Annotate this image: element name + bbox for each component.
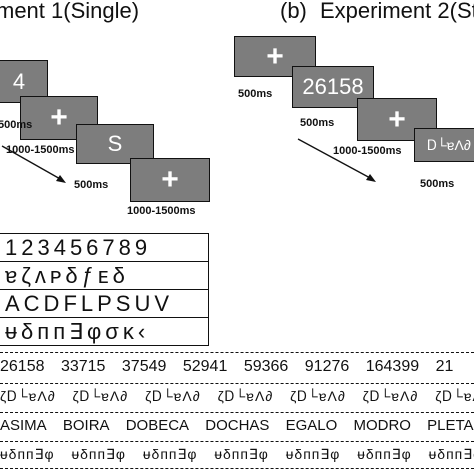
exp1-screen-letter: S [76,124,154,164]
symbol-string: ζᎠ└ɐɅ∂ [72,388,129,404]
exp1-duration-1: 500ms [0,119,33,131]
divider [0,412,474,413]
exp1-duration-4: 1000-1500ms [127,205,196,217]
word-string: MODRO [353,417,411,434]
divider [0,383,474,384]
divider [0,441,474,442]
symbol-string: ᵾδᴨᴨ∃φ [285,446,341,462]
word-string: DOBECA [125,417,190,434]
symbol-string: ζᎠ└ɐɅ∂ [217,388,274,404]
symbol-strings-row-2: ᵾδᴨᴨ∃φ ᵾδᴨᴨ∃φ ᵾδᴨᴨ∃φ ᵾδᴨᴨ∃φ ᵾδᴨᴨ∃φ ᵾδᴨᴨ∃… [0,446,474,463]
divider [0,352,474,353]
exp1-duration-3: 500ms [74,179,109,191]
exp1-fixation-1-text: + [50,101,68,134]
symbol-string: ᵾδᴨᴨ∃φ [0,446,55,462]
symbol-string: ᵾδᴨᴨ∃φ [142,446,198,462]
table-cell-symbols-1: ɐζᴧᴘδƒᴇδ [0,261,209,290]
symbol-string: ζᎠ└ɐɅ∂ [362,388,419,404]
exp2-duration-1: 500ms [238,88,273,100]
exp2-string-text: 26158 [302,74,364,99]
exp2-fixation-2-text: + [388,102,406,136]
symbol-string: ζᎠ└ɐɅ∂ [145,388,201,404]
exp2-duration-2: 500ms [300,117,335,129]
exp1-fixation-2-text: + [161,163,179,196]
table-cell-symbols-2: ᵾδᴨᴨ∃φσᴋ‹ [0,317,209,346]
number-string: 164399 [365,358,420,375]
table-cell-letters: ACDFLPSUV [0,289,209,318]
exp1-screen-digit-text: 4 [12,68,26,94]
symbol-string: ζᎠ└ɐɅ∂ [0,388,56,404]
exp2-symbols-text: Ꭰ└ɐɅ∂ [427,136,471,153]
number-string: 26158 [0,358,45,375]
exp2-duration-4: 500ms [420,178,455,190]
exp1-screen-fixation-2: + [130,158,210,202]
symbol-string: ᵾδᴨᴨ∃φ [214,446,269,462]
number-string: 37549 [121,358,167,375]
arrow-icon [297,138,376,182]
number-string: 59366 [243,358,289,375]
number-string: 33715 [60,358,106,375]
symbol-string: ζᎠ└ɐɅ∂ [290,388,346,404]
word-strings-row: ASIMA BOIRA DOBECA DOCHAS EGALO MODRO PL… [0,417,474,434]
exp2-screen-string: 26158 [292,66,374,108]
word-string: DOCHAS [205,417,270,434]
word-string: EGALO [285,417,338,434]
word-string: PLETAR [427,417,474,434]
number-string: 21 [435,358,454,375]
number-string: 52941 [182,358,228,375]
exp2-fixation-1-text: + [266,39,284,73]
exp1-duration-2: 1000-1500ms [6,144,75,156]
symbol-string: ᵾδᴨᴨ∃φ [428,446,474,462]
word-string: ASIMA [0,417,47,434]
stimulus-table: 123456789 ɐζᴧᴘδƒᴇδ ACDFLPSUV ᵾδᴨᴨ∃φσᴋ‹ [0,233,209,346]
symbol-string: ᵾδᴨᴨ∃φ [357,446,412,462]
symbol-strings-row-1: ζᎠ└ɐɅ∂ ζᎠ└ɐɅ∂ ζᎠ└ɐɅ∂ ζᎠ└ɐɅ∂ ζᎠ└ɐɅ∂ ζᎠ└ɐɅ… [0,388,474,405]
table-cell-digits: 123456789 [0,233,209,262]
table-row: ACDFLPSUV [0,289,209,318]
experiment-1-title: ment 1(Single) [0,0,140,23]
exp1-letter-text: S [107,131,123,156]
exp2-duration-3: 1000-1500ms [333,145,402,157]
experiment-2-title: Experiment 2(St [320,0,474,23]
panel-b-label: (b) [280,0,307,23]
table-row: ɐζᴧᴘδƒᴇδ [0,261,209,290]
arrow-icon [1,145,66,183]
divider [0,468,474,469]
number-string: 91276 [304,358,350,375]
table-row: 123456789 [0,233,209,262]
symbol-string: ᵾδᴨᴨ∃φ [71,446,126,462]
exp2-screen-symbols: Ꭰ└ɐɅ∂ [414,128,474,162]
table-row: ᵾδᴨᴨ∃φσᴋ‹ [0,317,209,346]
symbol-string: ζᎠ└ɐɅ∂ [435,388,474,404]
number-strings-row: 26158 33715 37549 52941 59366 91276 1643… [0,358,474,376]
exp1-screen-digit: 4 [0,60,48,103]
word-string: BOIRA [62,417,110,434]
